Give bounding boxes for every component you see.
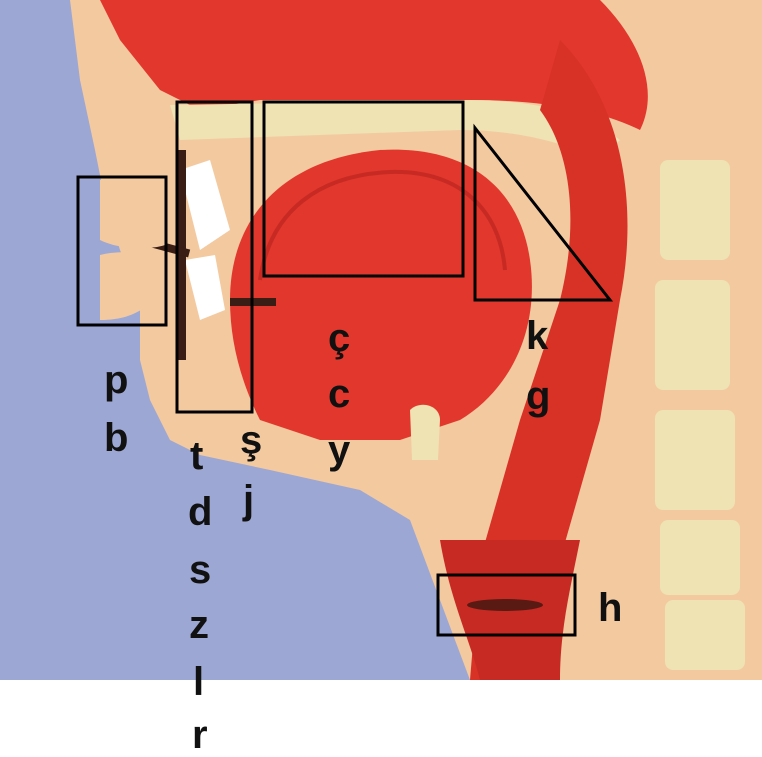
label-ch: ç <box>328 318 350 358</box>
label-b: b <box>104 418 128 458</box>
label-j: j <box>243 480 254 520</box>
label-z: z <box>189 605 209 645</box>
label-r: r <box>192 715 208 755</box>
label-c: c <box>328 374 350 414</box>
tongue <box>230 150 532 440</box>
label-d: d <box>188 492 212 532</box>
label-y: y <box>328 430 350 470</box>
label-k: k <box>526 316 548 356</box>
label-l: l <box>193 662 204 702</box>
vocal-folds <box>467 599 543 611</box>
label-sh: ş <box>240 420 262 460</box>
label-t: t <box>190 436 203 476</box>
epiglottis <box>410 405 440 460</box>
label-p: p <box>104 360 128 400</box>
label-h: h <box>598 588 622 628</box>
label-s: s <box>189 550 211 590</box>
label-g: g <box>526 376 550 416</box>
